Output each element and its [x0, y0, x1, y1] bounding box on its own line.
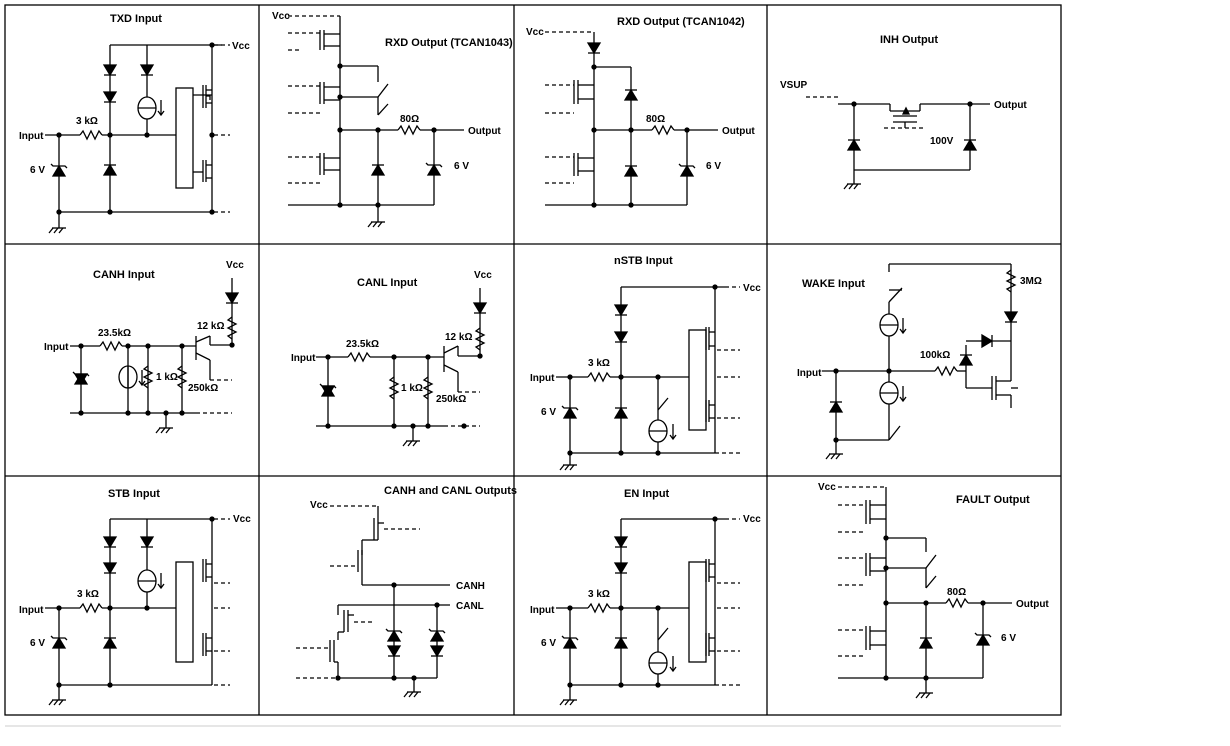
resistor-23k-label: 23.5kΩ	[98, 328, 131, 339]
en-input-cell: EN Input Vcc Input 3 kΩ 6 V	[530, 488, 761, 706]
canl-input-cell: CANL Input Vcc 12 kΩ Input 23.5kΩ 1 kΩ 2…	[291, 270, 492, 447]
resistor-label: 3 kΩ	[77, 589, 99, 600]
zener-label: 6 V	[1001, 633, 1016, 644]
vcc-label: Vcc	[743, 514, 761, 525]
cell-title: nSTB Input	[614, 255, 673, 267]
resistor-100k-label: 100kΩ	[920, 350, 950, 361]
resistor-label: 3 kΩ	[588, 589, 610, 600]
resistor-1k-label: 1 kΩ	[401, 383, 423, 394]
input-label: Input	[797, 368, 822, 379]
wake-input-cell: WAKE Input 3MΩ Input 100kΩ	[797, 263, 1042, 460]
cell-title: CANL Input	[357, 277, 418, 289]
cell-title: STB Input	[108, 488, 160, 500]
vcc-label: Vcc	[226, 260, 244, 271]
canl-label: CANL	[456, 601, 484, 612]
zener-label: 100V	[930, 136, 954, 147]
canh-canl-outputs-cell: CANH and CANL Outputs Vcc CANH CANL	[296, 485, 517, 698]
resistor-label: 80Ω	[947, 587, 966, 598]
cell-title: WAKE Input	[802, 278, 865, 290]
zener-label: 6 V	[454, 161, 469, 172]
resistor-12k-label: 12 kΩ	[197, 321, 224, 332]
input-label: Input	[44, 342, 69, 353]
vsup-label: VSUP	[780, 80, 808, 91]
resistor-1k-label: 1 kΩ	[156, 372, 178, 383]
fault-output-cell: FAULT Output Vcc 80Ω Output	[818, 482, 1049, 699]
output-label: Output	[1016, 599, 1049, 610]
cell-title: CANH and CANL Outputs	[384, 485, 517, 497]
input-label: Input	[19, 605, 44, 616]
vcc-label: Vcc	[232, 41, 250, 52]
nstb-input-cell: nSTB Input Vcc Input 3 kΩ 6 V	[530, 255, 761, 471]
inh-output-cell: INH Output VSUP Output 100V	[780, 34, 1027, 190]
zener-label: 6 V	[706, 161, 721, 172]
resistor-label: 80Ω	[400, 114, 419, 125]
vcc-label: Vcc	[474, 270, 492, 281]
input-label: Input	[291, 353, 316, 364]
input-label: Input	[530, 605, 555, 616]
cell-title: RXD Output (TCAN1043)	[385, 37, 513, 49]
resistor-250k-label: 250kΩ	[436, 394, 466, 405]
grid-lines	[4, 4, 1062, 727]
vcc-label: Vcc	[310, 500, 328, 511]
cell-title: EN Input	[624, 488, 670, 500]
vcc-label: Vcc	[743, 283, 761, 294]
resistor-23k-label: 23.5kΩ	[346, 339, 379, 350]
resistor-250k-label: 250kΩ	[188, 383, 218, 394]
cell-title: CANH Input	[93, 269, 155, 281]
output-label: Output	[994, 100, 1027, 111]
cell-title: INH Output	[880, 34, 938, 46]
rxd-output-1042-cell: RXD Output (TCAN1042) Vcc 80Ω Output 6 V	[526, 16, 755, 208]
vcc-label: Vcc	[526, 27, 544, 38]
resistor-3m-label: 3MΩ	[1020, 276, 1042, 287]
resistor-12k-label: 12 kΩ	[445, 332, 472, 343]
zener-label: 6 V	[30, 165, 45, 176]
canh-input-cell: CANH Input Vcc 12 kΩ Input 23.5kΩ 1 kΩ 2…	[44, 260, 244, 434]
vcc-label: Vcc	[233, 514, 251, 525]
output-label: Output	[722, 126, 755, 137]
resistor-label: 3 kΩ	[76, 116, 98, 127]
stb-input-cell: STB Input Vcc Input 3 kΩ 6 V	[19, 488, 251, 706]
input-label: Input	[530, 373, 555, 384]
canh-label: CANH	[456, 581, 485, 592]
vcc-label: Vcc	[272, 11, 290, 22]
input-label: Input	[19, 131, 44, 142]
output-label: Output	[468, 126, 501, 137]
zener-label: 6 V	[541, 407, 556, 418]
zener-label: 6 V	[30, 638, 45, 649]
zener-label: 6 V	[541, 638, 556, 649]
cell-title: TXD Input	[110, 13, 162, 25]
rxd-output-1043-cell: RXD Output (TCAN1043) Vcc 80Ω Output	[272, 11, 513, 228]
resistor-label: 3 kΩ	[588, 358, 610, 369]
resistor-label: 80Ω	[646, 114, 665, 125]
vcc-label: Vcc	[818, 482, 836, 493]
cell-title: RXD Output (TCAN1042)	[617, 16, 745, 28]
txd-input-cell: TXD Input Vcc 3 kΩ Input 6 V	[19, 13, 250, 234]
cell-title: FAULT Output	[956, 494, 1030, 506]
